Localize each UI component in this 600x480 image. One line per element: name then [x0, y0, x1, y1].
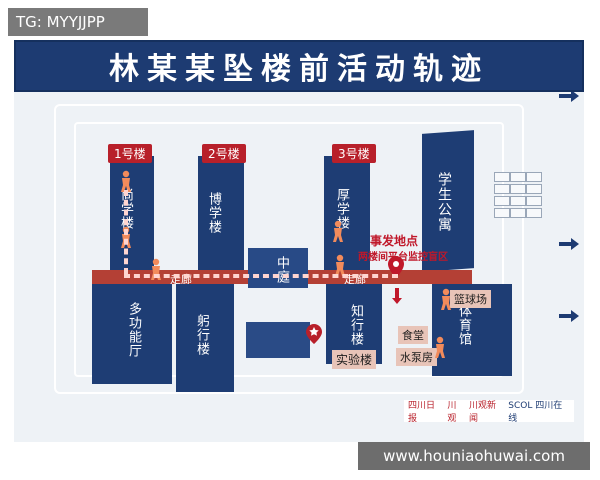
building-gongxing [176, 284, 234, 392]
person-icon [435, 336, 445, 358]
person-icon [335, 254, 345, 276]
building-boxue [198, 156, 244, 270]
tag-pump: 水泵房 [396, 348, 437, 366]
route-path [124, 190, 128, 274]
tag-canteen: 食堂 [398, 326, 428, 344]
logo-sichuan-daily: 四川日报 [408, 401, 436, 424]
inner-road [74, 122, 504, 377]
tag-building-1: 1号楼 [108, 144, 152, 163]
label-dorm: 学生公寓 [436, 172, 452, 232]
building-zhongting [248, 248, 308, 288]
person-icon [121, 170, 131, 192]
logo-chuanguan: 川观 [447, 401, 457, 424]
arrow-right-icon [559, 310, 579, 322]
logo-scol: SCOL 四川在线 [508, 401, 563, 424]
route-path [124, 274, 398, 278]
campus-map: 尚学楼 1号楼 博学楼 2号楼 厚学楼 3号楼 学生公寓 走廊 走廊 中庭 多功… [14, 92, 584, 442]
tag-lab: 实验楼 [332, 350, 377, 369]
incident-sub-label: 两楼间平台监控盲区 [358, 252, 448, 263]
map-title: 林某某坠楼前活动轨迹 [109, 52, 489, 87]
tag-building-3: 3号楼 [332, 144, 376, 163]
outer-road [54, 104, 524, 394]
label-zhixing: 知行楼 [348, 304, 363, 346]
incident-label: 事发地点 [370, 234, 419, 248]
location-pin-icon [388, 256, 404, 278]
tag-basketball: 篮球场 [450, 290, 491, 308]
arrow-right-icon [559, 238, 579, 250]
logo-chuanguan-news: 川观新闻 [468, 401, 496, 424]
title-banner: 林某某坠楼前活动轨迹 [14, 40, 584, 92]
watermark-bottom: www.houniaohuwai.com [358, 442, 590, 470]
person-icon [441, 288, 451, 310]
building-courtyard-base [246, 322, 310, 358]
building-shangxue [110, 156, 154, 270]
label-tiyuguan: 体育馆 [456, 304, 471, 346]
label-multi: 多功能厅 [126, 302, 141, 358]
building-multi [92, 284, 172, 384]
media-logos: 四川日报 川观 川观新闻 SCOL 四川在线 [404, 400, 574, 424]
person-icon [333, 220, 343, 242]
building-houxue [324, 156, 370, 270]
label-zhongting: 中庭 [274, 256, 289, 284]
label-houxue: 厚学楼 [334, 188, 349, 230]
label-gongxing: 躬行楼 [194, 314, 209, 356]
label-boxue: 博学楼 [206, 192, 221, 234]
tag-building-2: 2号楼 [202, 144, 246, 163]
star-marker-icon [306, 324, 322, 344]
arrow-down-icon [392, 288, 402, 304]
arrow-right-icon [559, 92, 579, 102]
watermark-top: TG: MYYJJPP [8, 8, 148, 36]
